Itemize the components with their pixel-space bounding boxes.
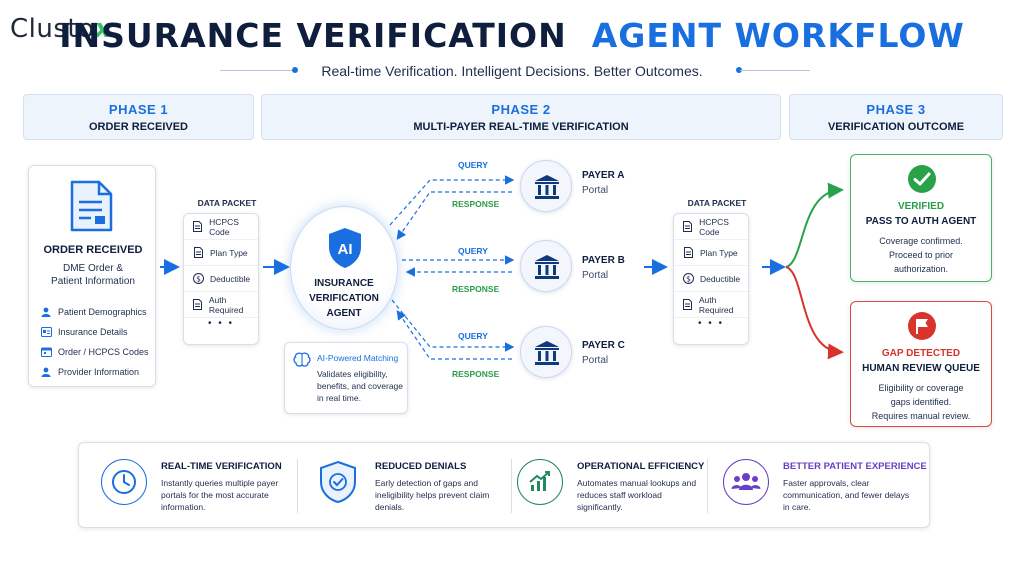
benefit-real-time-verification: REAL-TIME VERIFICATION Instantly queries… xyxy=(101,443,291,529)
payer-b-node xyxy=(520,240,572,292)
shield-check-icon xyxy=(315,459,361,505)
bank-icon xyxy=(535,255,559,279)
page-title: INSURANCE VERIFICATION AGENT WORKFLOW xyxy=(59,16,965,55)
calendar-icon xyxy=(39,347,53,357)
packet-row: HCPCS Code xyxy=(674,214,748,240)
check-circle-icon xyxy=(908,165,936,193)
response-label-c: RESPONSE xyxy=(452,369,500,379)
document-small-icon xyxy=(682,299,693,310)
packet-row: HCPCS Code xyxy=(184,214,258,240)
order-details-list: Patient Demographics Insurance Details O… xyxy=(39,302,155,382)
gap-subtitle: HUMAN REVIEW QUEUE xyxy=(862,363,980,374)
ai-note-title: AI-Powered Matching xyxy=(317,353,399,363)
data-packet-label: DATA PACKET xyxy=(197,198,257,208)
payer-b-type: Portal xyxy=(582,270,609,281)
query-label-a: QUERY xyxy=(458,160,488,170)
flag-icon xyxy=(908,312,936,340)
phase-1-header: PHASE 1 ORDER RECEIVED xyxy=(23,94,254,140)
response-label-b: RESPONSE xyxy=(452,284,500,294)
document-small-icon xyxy=(192,221,203,232)
benefit-divider xyxy=(511,459,512,513)
person-icon xyxy=(39,307,53,317)
people-icon xyxy=(723,459,769,505)
gap-title: GAP DETECTED xyxy=(881,348,961,359)
clock-icon xyxy=(101,459,147,505)
bank-icon xyxy=(535,341,559,365)
response-label-a: RESPONSE xyxy=(452,199,500,209)
subtitle-line-right xyxy=(740,70,810,71)
document-small-icon xyxy=(682,221,693,232)
dollar-icon: $ xyxy=(682,273,694,284)
packet-row: Auth Required xyxy=(184,292,258,318)
list-item: Order / HCPCS Codes xyxy=(39,342,155,362)
list-item: Insurance Details xyxy=(39,322,155,342)
payer-a-name: PAYER A xyxy=(582,170,625,181)
bank-icon xyxy=(535,175,559,199)
document-small-icon xyxy=(682,247,694,258)
list-item: Provider Information xyxy=(39,362,155,382)
dollar-icon: $ xyxy=(192,273,204,284)
brain-icon xyxy=(293,352,311,367)
verified-description: Coverage confirmed. Proceed to prior aut… xyxy=(879,236,963,274)
payer-c-node xyxy=(520,326,572,378)
order-title: ORDER RECEIVED xyxy=(43,244,143,256)
packet-row: Plan Type xyxy=(184,240,258,266)
brand-logo: Clustox xyxy=(10,14,112,44)
ai-matching-note: AI-Powered Matching Validates eligibilit… xyxy=(284,342,408,414)
ai-note-text: Validates eligibility, benefits, and cov… xyxy=(317,369,404,403)
benefit-divider xyxy=(297,459,298,513)
more-indicator: • • • xyxy=(207,318,235,329)
ai-agent-label: INSURANCE VERIFICATION AGENT xyxy=(309,278,379,319)
packet-row: Plan Type xyxy=(674,240,748,266)
ai-shield-icon: AI xyxy=(329,228,361,268)
svg-text:$: $ xyxy=(196,274,201,283)
packet-row: Auth Required xyxy=(674,292,748,318)
page-subtitle: Real-time Verification. Intelligent Deci… xyxy=(321,63,703,79)
logo-mark: x xyxy=(94,14,112,44)
verified-outcome-card: VERIFIED PASS TO AUTH AGENT Coverage con… xyxy=(850,154,992,282)
gap-description: Eligibility or coverage gaps identified.… xyxy=(871,383,971,421)
query-label-c: QUERY xyxy=(458,331,488,341)
benefit-better-patient-experience: BETTER PATIENT EXPERIENCE Faster approva… xyxy=(723,443,927,529)
payer-a-type: Portal xyxy=(582,185,609,196)
verified-subtitle: PASS TO AUTH AGENT xyxy=(865,216,977,227)
provider-icon xyxy=(39,367,53,377)
benefit-operational-efficiency: OPERATIONAL EFFICIENCY Automates manual … xyxy=(517,443,707,529)
id-card-icon xyxy=(39,327,53,337)
payer-b-name: PAYER B xyxy=(582,255,625,266)
verified-title: VERIFIED xyxy=(897,201,945,212)
gap-outcome-card: GAP DETECTED HUMAN REVIEW QUEUE Eligibil… xyxy=(850,301,992,427)
data-packet-card: HCPCS Code Plan Type $Deductible Auth Re… xyxy=(183,213,259,345)
query-label-b: QUERY xyxy=(458,246,488,256)
phase-2-header: PHASE 2 MULTI-PAYER REAL-TIME VERIFICATI… xyxy=(261,94,781,140)
subtitle-dot-left xyxy=(292,67,298,73)
data-packet-label-2: DATA PACKET xyxy=(687,198,747,208)
benefit-divider xyxy=(707,459,708,513)
subtitle-line-left xyxy=(220,70,296,71)
svg-text:AI: AI xyxy=(338,241,353,258)
svg-text:$: $ xyxy=(686,274,691,283)
order-subtitle: DME Order & Patient Information xyxy=(51,263,135,287)
document-small-icon xyxy=(192,247,204,258)
data-packet-card-2: HCPCS Code Plan Type $Deductible Auth Re… xyxy=(673,213,749,345)
order-received-card: ORDER RECEIVED DME Order & Patient Infor… xyxy=(28,165,156,387)
benefit-reduced-denials: REDUCED DENIALS Early detection of gaps … xyxy=(315,443,505,529)
list-item: Patient Demographics xyxy=(39,302,155,322)
subtitle-dot-right xyxy=(736,67,742,73)
packet-row: $Deductible xyxy=(184,266,258,292)
phase-3-header: PHASE 3 VERIFICATION OUTCOME xyxy=(789,94,1003,140)
benefits-panel: REAL-TIME VERIFICATION Instantly queries… xyxy=(78,442,930,528)
payer-c-type: Portal xyxy=(582,355,609,366)
growth-chart-icon xyxy=(517,459,563,505)
document-icon xyxy=(70,180,113,232)
payer-c-name: PAYER C xyxy=(582,340,625,351)
document-small-icon xyxy=(192,299,203,310)
more-indicator: • • • xyxy=(697,318,725,329)
ai-agent-node: AI xyxy=(290,206,398,330)
packet-row: $Deductible xyxy=(674,266,748,292)
payer-a-node xyxy=(520,160,572,212)
